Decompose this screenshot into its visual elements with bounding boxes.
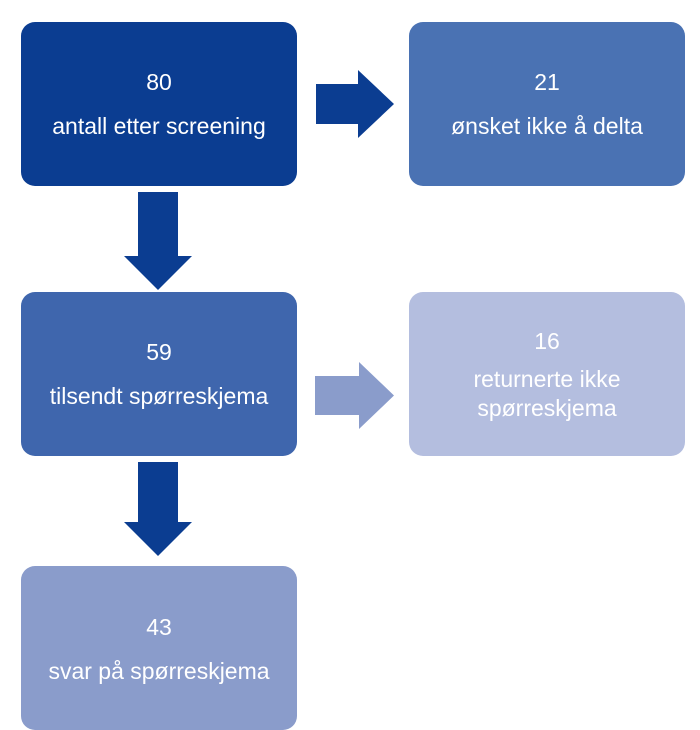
node-declined-count: 21: [534, 68, 560, 95]
node-sent-label: tilsendt spørreskjema: [49, 383, 269, 409]
node-not-returned: 16 returnerte ikke spørreskjema: [409, 292, 685, 456]
node-declined-label: ønsket ikke å delta: [451, 113, 643, 139]
node-sent-count: 59: [146, 338, 172, 365]
node-screening-count: 80: [146, 68, 172, 95]
node-answered-label: svar på spørreskjema: [48, 658, 270, 685]
arrow-down-icon: [124, 192, 192, 290]
node-not-returned-label: returnerte ikke spørreskjema: [473, 366, 621, 422]
node-sent: 59 tilsendt spørreskjema: [21, 292, 297, 456]
node-not-returned-count: 16: [534, 328, 560, 355]
arrow-right-icon: [316, 70, 394, 138]
arrow-right-icon: [315, 362, 394, 429]
node-screening-label: antall etter screening: [52, 113, 266, 139]
node-answered: 43 svar på spørreskjema: [21, 566, 297, 730]
node-screening: 80 antall etter screening: [21, 22, 297, 186]
node-declined: 21 ønsket ikke å delta: [409, 22, 685, 186]
node-answered-count: 43: [146, 614, 172, 640]
arrow-down-icon: [124, 462, 192, 556]
